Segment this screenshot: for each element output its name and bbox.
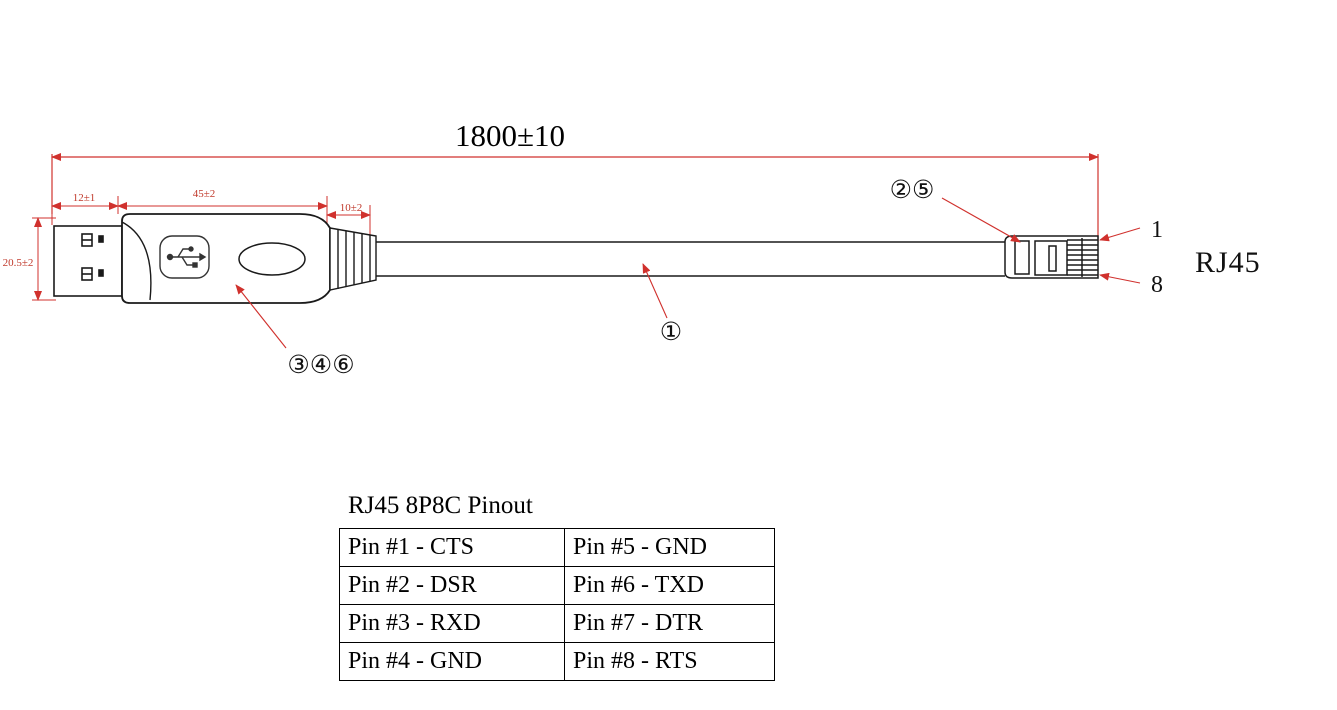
usb-icon	[159, 235, 210, 279]
body-length-dimension	[117, 196, 328, 224]
strain-relief-boot	[329, 227, 377, 291]
boot-length-label: 10±2	[340, 202, 363, 214]
table-cell: Pin #8 - RTS	[564, 642, 775, 681]
rj45-label: RJ45	[1195, 246, 1261, 279]
table-cell: Pin #1 - CTS	[339, 528, 565, 567]
table-row: Pin #2 - DSR Pin #6 - TXD	[339, 566, 775, 605]
plug-height-dimension	[32, 217, 56, 301]
plug-length-label: 12±1	[73, 192, 96, 204]
cable-callout: ①	[660, 317, 682, 346]
table-cell: Pin #7 - DTR	[564, 604, 775, 643]
usb-plug	[53, 225, 123, 297]
rj45-pin-first-label: 1	[1151, 217, 1163, 243]
table-row: Pin #3 - RXD Pin #7 - DTR	[339, 604, 775, 643]
plug-height-label: 20.5±2	[3, 257, 34, 269]
table-row: Pin #4 - GND Pin #8 - RTS	[339, 642, 775, 681]
table-cell: Pin #5 - GND	[564, 528, 775, 567]
table-cell: Pin #6 - TXD	[564, 566, 775, 605]
table-cell: Pin #3 - RXD	[339, 604, 565, 643]
usb-body	[121, 213, 331, 304]
cable	[376, 241, 1005, 277]
table-cell: Pin #4 - GND	[339, 642, 565, 681]
rj45-pin-last-label: 8	[1151, 272, 1163, 298]
table-row: Pin #1 - CTS Pin #5 - GND	[339, 528, 775, 567]
leader-lines	[235, 197, 1141, 349]
usb-parts-callout: ③④⑥	[287, 350, 354, 379]
pinout-table: Pin #1 - CTS Pin #5 - GND Pin #2 - DSR P…	[339, 528, 775, 681]
table-cell: Pin #2 - DSR	[339, 566, 565, 605]
boot-length-dimension	[326, 205, 371, 236]
body-length-label: 45±2	[193, 188, 216, 200]
rj45-parts-callout: ②⑤	[890, 175, 935, 204]
total-length-label: 1800±10	[455, 118, 565, 153]
rj45-connector	[1004, 235, 1099, 279]
pinout-title: RJ45 8P8C Pinout	[348, 492, 533, 519]
